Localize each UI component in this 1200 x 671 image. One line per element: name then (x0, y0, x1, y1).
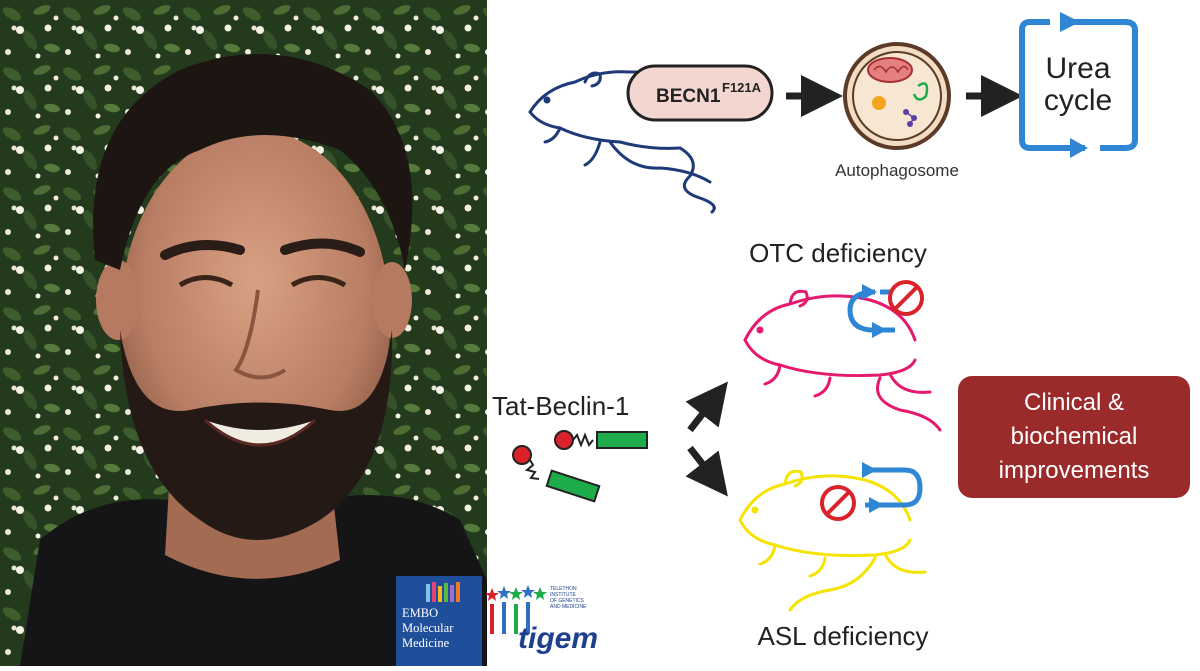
becn1-pill (626, 64, 774, 122)
outcome-line3: improvements (999, 457, 1150, 484)
outcome-box (958, 376, 1190, 498)
otc-cycle-blocked-icon (847, 280, 924, 338)
embo-text-line1: EMBO (402, 606, 439, 620)
becn1-superscript: F121A (722, 80, 762, 95)
portrait-illustration (0, 0, 487, 666)
tigem-logo-graphic: TELETHON INSTITUTE OF GENETICS AND MEDIC… (485, 585, 598, 655)
tigem-logo: TELETHON INSTITUTE OF GENETICS AND MEDIC… (485, 584, 600, 656)
arrow-to-otc (685, 381, 728, 433)
becn1-label: BECN1 (656, 86, 721, 107)
tigem-small-text-3: OF GENETICS (550, 598, 585, 604)
tigem-small-text-1: TELETHON (550, 586, 577, 592)
asl-deficiency-label: ASL deficiency (757, 621, 928, 651)
tigem-small-text-4: AND MEDICINE (550, 604, 587, 610)
embo-molecular-medicine-logo: EMBO Molecular Medicine (396, 576, 482, 666)
tigem-wordmark: tigem (518, 622, 598, 655)
arrow-to-asl (685, 445, 728, 497)
autophagosome-icon (843, 42, 951, 150)
urea-cycle-icon (1019, 12, 1138, 158)
otc-deficiency-label: OTC deficiency (749, 238, 927, 268)
tigem-stars-icon (485, 585, 547, 601)
tat-beclin-peptide-icon (512, 430, 648, 503)
outcome-line1: Clinical & (1024, 389, 1124, 416)
becn1-mouse (528, 70, 716, 214)
tat-beclin-label: Tat-Beclin-1 (492, 391, 629, 421)
asl-mouse (738, 469, 927, 612)
asl-cycle-blocked-icon (820, 462, 923, 521)
embo-text-line3: Medicine (402, 636, 450, 650)
urea-cycle-line2: cycle (1044, 84, 1112, 117)
autophagosome-label: Autophagosome (835, 161, 959, 180)
embo-stripes-icon (426, 582, 460, 602)
outcome-line2: biochemical (1011, 423, 1138, 450)
diagram-canvas: BECN1 F121A Autophagosome Urea c (492, 12, 1190, 651)
otc-mouse (743, 289, 942, 432)
graphical-abstract: BECN1 F121A Autophagosome Urea c (487, 0, 1200, 666)
urea-cycle-line1: Urea (1045, 52, 1110, 85)
embo-text-line2: Molecular (402, 621, 454, 635)
tigem-small-text-2: INSTITUTE (550, 592, 576, 598)
portrait-photo (0, 0, 487, 666)
